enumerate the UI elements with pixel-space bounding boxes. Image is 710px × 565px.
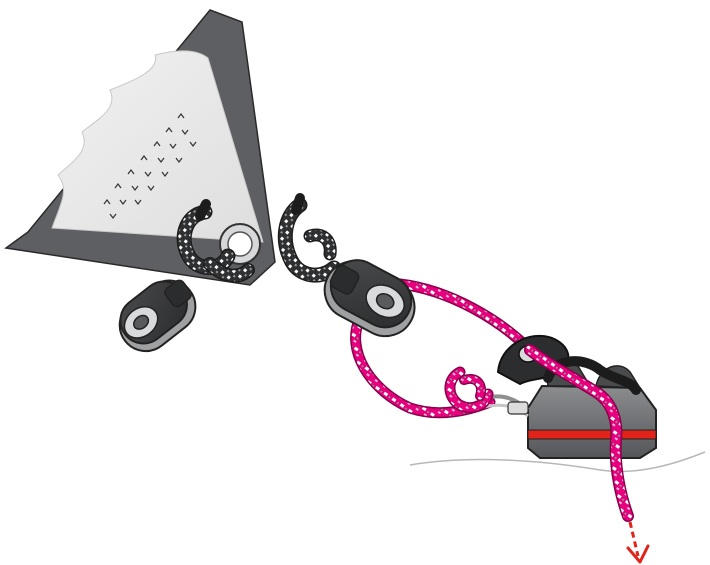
swivel-block-left [108,269,206,362]
cam-cleat [528,361,656,458]
rope-knot [450,372,488,408]
soft-shackle-right [285,198,334,275]
pull-direction-arrow [628,522,648,562]
cleat-red-stripe [528,430,656,439]
